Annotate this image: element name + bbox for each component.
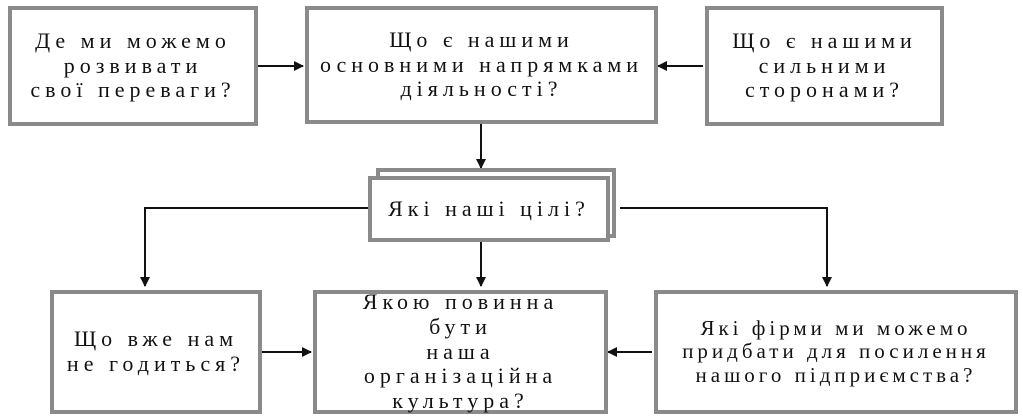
node-org-culture: Якою повинна бути наша організаційна кул…	[313, 290, 608, 414]
node-no-longer-fits-text: Що вже нам не годиться?	[66, 326, 246, 376]
node-goals-text: Які наші цілі?	[388, 195, 590, 221]
node-firms-to-acquire: Які фірми ми можемо придбати для посилен…	[654, 290, 1018, 414]
arrow-goals-to-no-longer-fits	[140, 207, 368, 287]
node-develop-advantages: Де ми можемо розвивати свої переваги?	[8, 6, 258, 126]
node-firms-to-acquire-text: Які фірми ми можемо придбати для посилен…	[682, 315, 990, 387]
arrow-goals-to-firms	[620, 207, 832, 287]
node-main-directions: Що є нашими основними напрямками діяльно…	[305, 6, 658, 124]
node-goals: Які наші цілі?	[368, 176, 610, 242]
node-strengths: Що є нашими сильними сторонами?	[705, 6, 944, 126]
node-main-directions-text: Що є нашими основними напрямками діяльно…	[319, 27, 644, 102]
node-org-culture-text: Якою повинна бути наша організаційна кул…	[362, 289, 559, 413]
node-no-longer-fits: Що вже нам не годиться?	[50, 290, 262, 414]
node-strengths-text: Що є нашими сильними сторонами?	[732, 28, 917, 103]
node-develop-advantages-text: Де ми можемо розвивати свої переваги?	[30, 28, 236, 103]
